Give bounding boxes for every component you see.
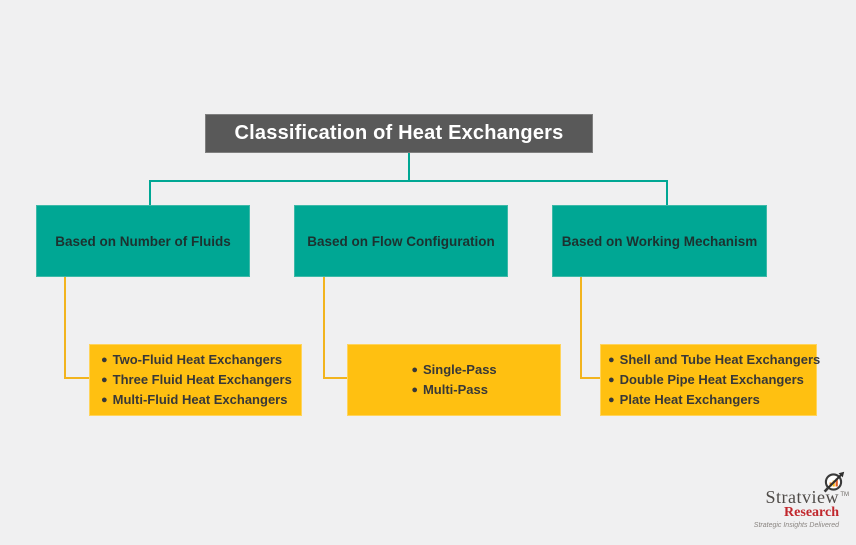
leaf-box-working-mechanism: ● Shell and Tube Heat Exchangers ● Double … xyxy=(600,344,820,416)
category-box-flow-configuration: Based on Flow Configuration xyxy=(294,205,508,277)
bullet-icon: ● xyxy=(101,354,108,366)
list-item: ● Two-Fluid Heat Exchangers xyxy=(101,350,301,370)
list-item: ● Three Fluid Heat Exchangers xyxy=(101,370,301,390)
stratview-logo: Stratview TM Research Strategic Insights… xyxy=(736,471,849,538)
bullet-icon: ● xyxy=(411,364,418,376)
connector-elbow-3-vertical xyxy=(580,277,582,379)
category-label: Based on Number of Fluids xyxy=(55,233,231,249)
list-item: ● Multi-Pass xyxy=(411,380,496,400)
connector-elbow-2-vertical xyxy=(323,277,325,379)
leaf-box-number-of-fluids: ● Two-Fluid Heat Exchangers ● Three Fluid … xyxy=(89,344,302,416)
logo-tagline: Strategic Insights Delivered xyxy=(753,522,839,529)
connector-drop-right xyxy=(666,180,668,205)
connector-elbow-3-horizontal xyxy=(580,377,600,379)
category-box-number-of-fluids: Based on Number of Fluids xyxy=(36,205,250,277)
list-item: ● Double Pipe Heat Exchangers xyxy=(608,370,816,390)
bullet-icon: ● xyxy=(101,374,108,386)
category-label: Based on Flow Configuration xyxy=(307,233,495,249)
list-item: ● Multi-Fluid Heat Exchangers xyxy=(101,390,301,410)
category-label: Based on Working Mechanism xyxy=(561,233,758,249)
list-item: ● Single-Pass xyxy=(411,360,496,380)
list-item-label: Shell and Tube Heat Exchangers xyxy=(619,352,821,367)
connector-drop-left xyxy=(149,180,151,205)
list-item-label: Multi-Fluid Heat Exchangers xyxy=(112,392,288,407)
connector-horizontal xyxy=(149,180,668,182)
logo-sub-brand: Research xyxy=(784,505,839,520)
bullet-icon: ● xyxy=(411,384,418,396)
diagram-title-label: Classification of Heat Exchangers xyxy=(234,122,564,144)
bullet-icon: ● xyxy=(608,374,615,386)
diagram-title: Classification of Heat Exchangers xyxy=(205,114,593,153)
list-item-label: Three Fluid Heat Exchangers xyxy=(112,372,292,387)
leaf-box-flow-configuration: ● Single-Pass ● Multi-Pass xyxy=(347,344,561,416)
list-item-label: Double Pipe Heat Exchangers xyxy=(619,372,804,387)
trademark-symbol: TM xyxy=(840,492,849,498)
connector-title-stem xyxy=(408,153,410,181)
connector-elbow-1-horizontal xyxy=(64,377,89,379)
list-item: ● Shell and Tube Heat Exchangers xyxy=(608,350,820,370)
list-items-group: ● Single-Pass ● Multi-Pass xyxy=(411,360,496,400)
list-item-label: Multi-Pass xyxy=(422,382,488,397)
list-item-label: Plate Heat Exchangers xyxy=(619,392,760,407)
bullet-icon: ● xyxy=(101,394,108,406)
connector-elbow-1-vertical xyxy=(64,277,66,379)
stratview-magnifier-chart-icon xyxy=(823,471,844,493)
connector-elbow-2-horizontal xyxy=(323,377,347,379)
list-item-label: Single-Pass xyxy=(422,362,497,377)
list-item: ● Plate Heat Exchangers xyxy=(608,390,816,410)
bullet-icon: ● xyxy=(608,354,615,366)
logo-brand: Stratview TM xyxy=(765,471,849,512)
logo-brand-text: Stratview xyxy=(765,487,839,507)
list-item-label: Two-Fluid Heat Exchangers xyxy=(112,352,283,367)
bullet-icon: ● xyxy=(608,394,615,406)
category-box-working-mechanism: Based on Working Mechanism xyxy=(552,205,767,277)
